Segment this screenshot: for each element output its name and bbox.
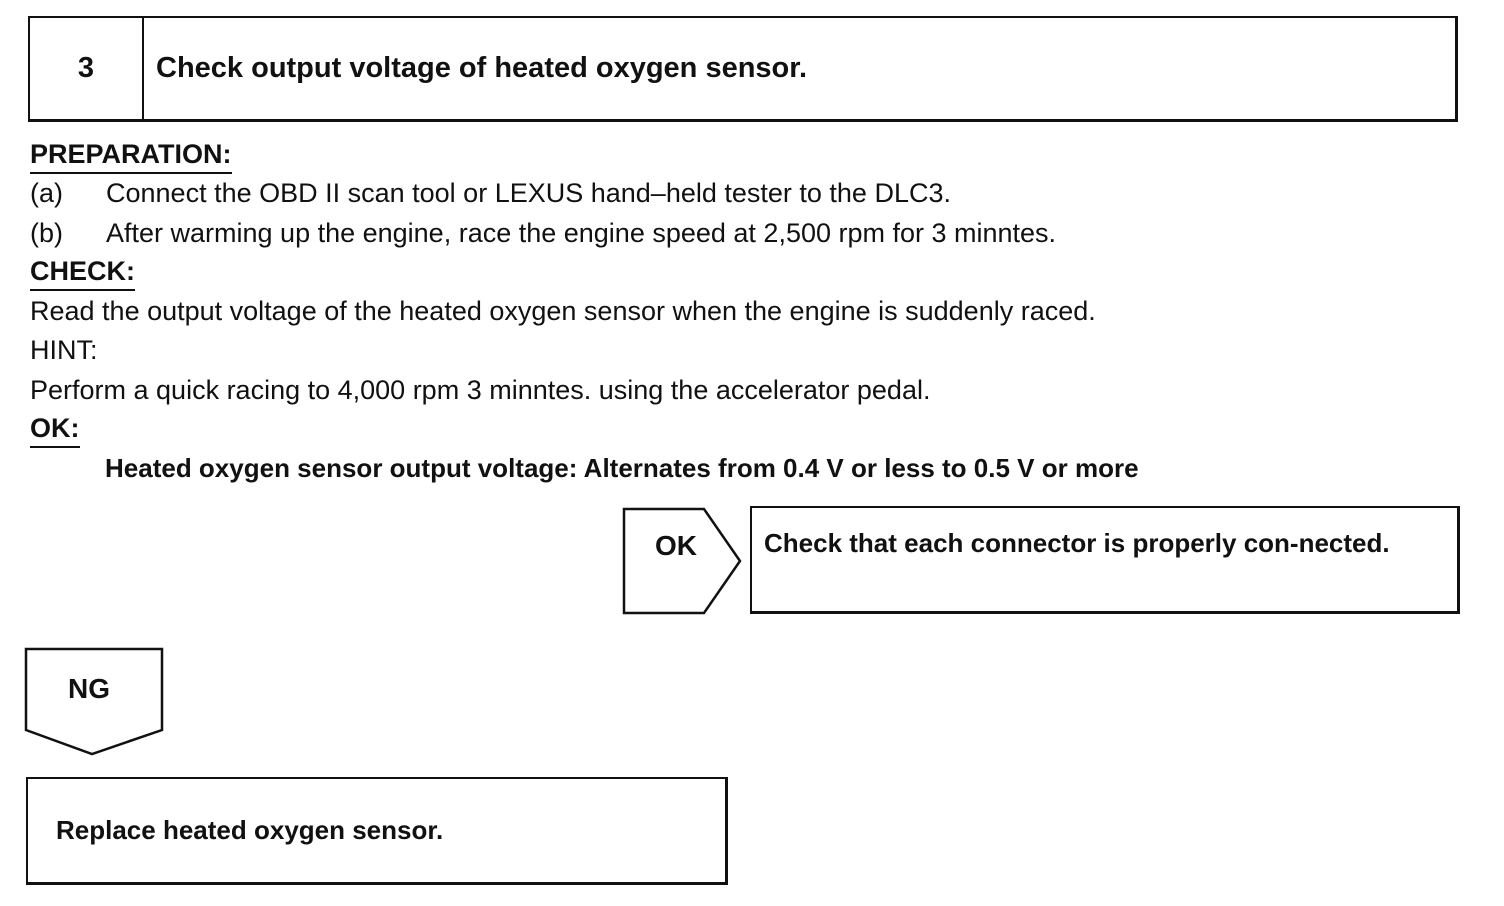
ng-result-box: Replace heated oxygen sensor.	[26, 777, 728, 885]
preparation-item-b-marker: (b)	[30, 218, 63, 248]
preparation-heading: PREPARATION:	[30, 138, 232, 174]
ng-arrow-shape	[24, 647, 164, 756]
ok-heading: OK:	[30, 412, 80, 448]
preparation-item-a-marker: (a)	[30, 178, 63, 208]
preparation-item-b-text: After warming up the engine, race the en…	[106, 218, 1057, 248]
ng-result-text: Replace heated oxygen sensor.	[56, 815, 444, 845]
ok-arrow-label: OK	[655, 530, 697, 561]
hint-label: HINT:	[30, 335, 98, 365]
step-header: 3 Check output voltage of heated oxygen …	[28, 16, 1458, 122]
step-title: Check output voltage of heated oxygen se…	[156, 52, 808, 84]
check-heading: CHECK:	[30, 255, 135, 291]
ok-result-box: Check that each connector is properly co…	[750, 506, 1460, 614]
ng-arrow-label: NG	[68, 673, 110, 704]
ok-specification: Heated oxygen sensor output voltage: Alt…	[105, 453, 1139, 483]
preparation-item-a-text: Connect the OBD II scan tool or LEXUS ha…	[106, 178, 951, 208]
step-number: 3	[30, 18, 144, 119]
hint-text: Perform a quick racing to 4,000 rpm 3 mi…	[30, 375, 931, 405]
check-text: Read the output voltage of the heated ox…	[30, 296, 1096, 326]
ok-arrow-shape	[622, 507, 742, 615]
